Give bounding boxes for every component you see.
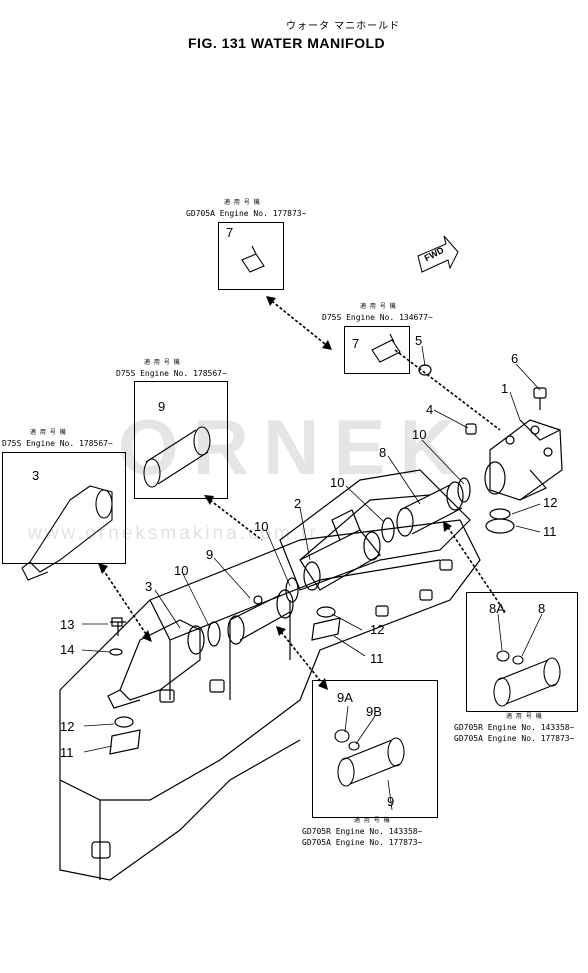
inset-right-tube <box>497 659 557 705</box>
box-bottom-engine-2: GD705A Engine No. 177873~ <box>302 838 423 847</box>
part-3-elbow <box>119 619 201 701</box>
callout-4: 4 <box>426 402 434 417</box>
part-1-housing <box>484 419 563 501</box>
inset-top-part-7 <box>241 245 265 273</box>
arrow-fwd <box>394 349 501 431</box>
inset-box-bottom <box>312 680 438 818</box>
callout-10-left: 10 <box>174 563 189 578</box>
block-lower <box>59 739 301 881</box>
head-edge <box>169 600 291 700</box>
callout-9-inset: 9 <box>158 399 166 414</box>
callout-11-center: 11 <box>370 651 384 666</box>
box-right-engine-2: GD705A Engine No. 177873~ <box>454 734 575 743</box>
arrow-left-tube <box>205 496 263 541</box>
callout-6: 6 <box>511 351 519 366</box>
arrow-bottom <box>277 627 327 689</box>
box-bottom-heading: 適 用 号 機 <box>354 817 391 824</box>
box-top-engine: GD705A Engine No. 177873~ <box>186 209 307 218</box>
callout-8: 8 <box>379 445 387 460</box>
callout-9-main: 9 <box>206 547 214 562</box>
box-bottom-engine-1: GD705R Engine No. 143358~ <box>302 827 423 836</box>
box-left-tube-heading: 適 用 号 機 <box>144 359 181 366</box>
callout-12-right: 12 <box>543 495 558 510</box>
block-bolts <box>91 559 453 859</box>
inset-mid-part-7 <box>371 333 401 363</box>
inset-box-mid <box>344 326 410 374</box>
cylinder-head-top <box>149 559 441 641</box>
rocker-cover <box>279 469 471 591</box>
callout-10-center: 10 <box>254 519 269 534</box>
inset-bottom-tube <box>341 739 401 785</box>
callout-9-bottom-inset: 9 <box>387 794 395 809</box>
callout-12-center: 12 <box>370 622 385 637</box>
callout-5: 5 <box>415 333 423 348</box>
inset-box-left-tube <box>134 381 228 499</box>
box-left-elbow-engine: D75S Engine No. 178567~ <box>2 439 113 448</box>
box-mid-heading: 適 用 号 機 <box>360 303 397 310</box>
callout-12-left: 12 <box>60 719 75 734</box>
subtitle-japanese: ウォータ マニホールド <box>286 21 401 32</box>
tube-assembly <box>207 477 471 647</box>
box-left-elbow-heading: 適 用 号 機 <box>30 429 67 436</box>
arrow-top <box>267 297 331 349</box>
inset-box-left-elbow <box>2 452 126 564</box>
rocker-cover-ridge <box>299 494 431 561</box>
callout-8a: 8A <box>489 601 505 616</box>
callout-7-top: 7 <box>226 225 234 240</box>
callout-7-mid: 7 <box>352 336 360 351</box>
arrow-left-elbow <box>99 564 151 641</box>
inset-box-top <box>218 222 284 290</box>
box-top-heading: 適 用 号 機 <box>224 199 261 206</box>
callout-1: 1 <box>501 381 509 396</box>
box-right-heading: 適 用 号 機 <box>506 713 543 720</box>
figure-title: FIG. 131 WATER MANIFOLD <box>188 35 386 51</box>
callout-9a: 9A <box>337 690 353 705</box>
callout-10-mid: 10 <box>330 475 345 490</box>
arrow-right <box>444 522 506 613</box>
callout-13: 13 <box>60 617 75 632</box>
part-8-tube <box>399 484 463 535</box>
callout-14: 14 <box>60 642 75 657</box>
callout-10-right: 10 <box>412 427 427 442</box>
box-right-engine-1: GD705R Engine No. 143358~ <box>454 723 575 732</box>
callout-11-right: 11 <box>543 524 557 539</box>
fwd-arrow <box>417 235 459 273</box>
callout-8-inset: 8 <box>538 601 546 616</box>
inset-left-tube <box>145 429 209 485</box>
callout-2: 2 <box>294 496 302 511</box>
callout-11-left: 11 <box>60 745 74 760</box>
box-mid-engine: D75S Engine No. 134677~ <box>322 313 433 322</box>
callout-3-inset: 3 <box>32 468 40 483</box>
box-left-tube-engine: D75S Engine No. 178567~ <box>116 369 227 378</box>
callout-9b: 9B <box>366 704 382 719</box>
callout-3-main: 3 <box>145 579 153 594</box>
inset-box-right <box>466 592 578 712</box>
